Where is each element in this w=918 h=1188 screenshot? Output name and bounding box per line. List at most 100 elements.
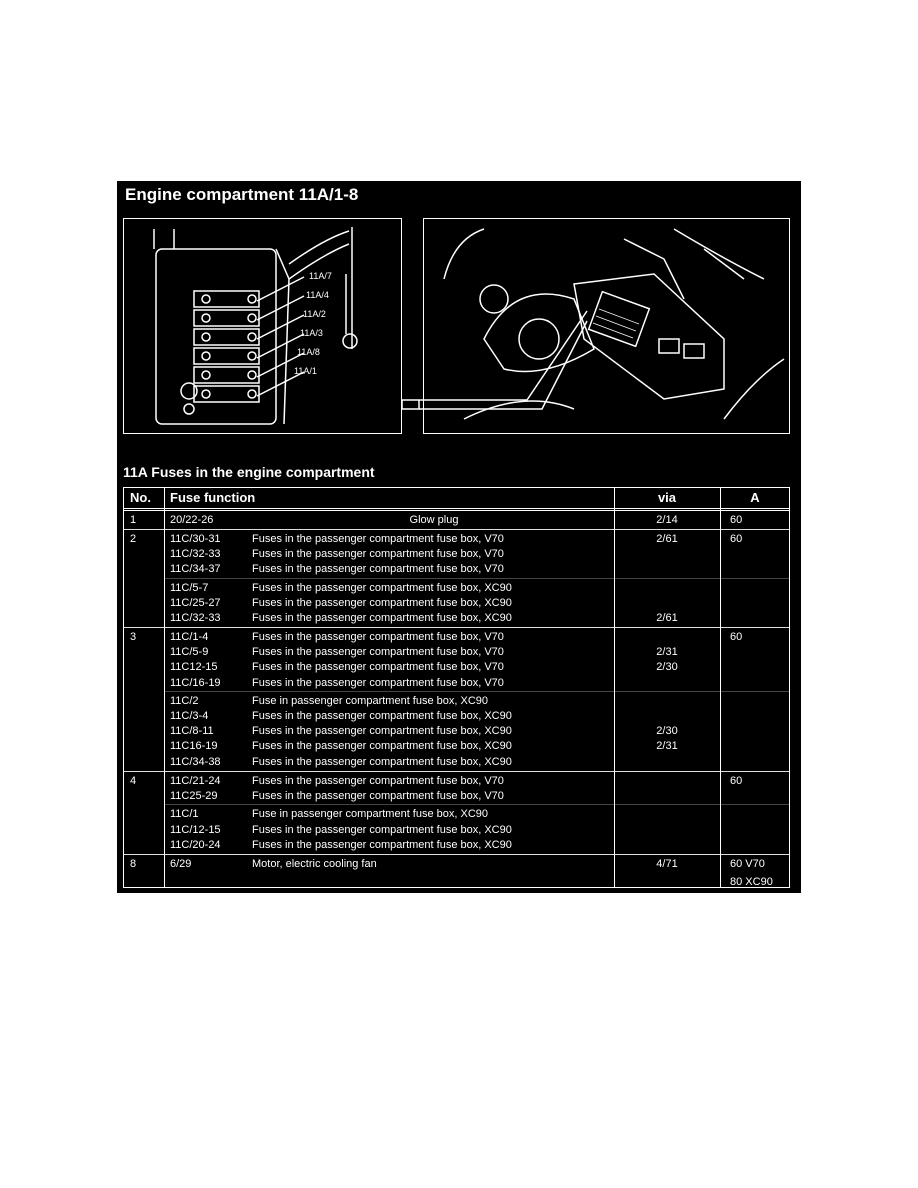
fuse-description: Fuses in the passenger compartment fuse … xyxy=(252,646,504,659)
leader-line xyxy=(256,333,305,359)
fuse-description: Fuses in the passenger compartment fuse … xyxy=(252,775,504,787)
fuse-code: 11C/30-31 xyxy=(170,533,221,545)
fuse-code: 11C/16-19 xyxy=(170,676,221,689)
fuse-code: 11C/1-4 xyxy=(170,631,209,643)
fuse-1 xyxy=(193,290,260,308)
header-function: Fuse function xyxy=(170,490,256,505)
fuse-description: Fuse in passenger compartment fuse box, … xyxy=(252,808,489,821)
fuse-label: 11A/2 xyxy=(303,309,326,319)
fuse-description: Fuses in the passenger compartment fuse … xyxy=(252,676,504,689)
fuse-code: 11C/12-15 xyxy=(170,823,221,836)
section-title: 11A Fuses in the engine compartment xyxy=(123,464,375,480)
via-value xyxy=(614,629,720,645)
fuse-number: 8 xyxy=(130,858,137,870)
amperage: 60 xyxy=(730,631,743,643)
fuse-code: 11C/32-33 xyxy=(170,612,221,624)
via-value: 2/30 xyxy=(656,661,678,674)
amperage: 60 xyxy=(730,775,743,787)
fuse-code: 11C/34-37 xyxy=(170,563,221,576)
via-value: 2/31 xyxy=(656,740,678,753)
fuse-description: Fuse in passenger compartment fuse box, … xyxy=(252,694,489,707)
via-value: 2/31 xyxy=(656,646,678,659)
leader-line xyxy=(256,314,305,340)
fuse-5 xyxy=(193,366,260,384)
fuse-code: 11C/32-33 xyxy=(170,548,221,561)
header-via: via xyxy=(657,490,677,505)
via-value xyxy=(614,754,720,770)
via-value xyxy=(614,595,720,611)
fuse-description: Glow plug xyxy=(409,514,459,526)
fuse-code: 11C/25-27 xyxy=(170,596,221,609)
via-value: 2/30 xyxy=(656,725,678,738)
via-value xyxy=(614,788,720,804)
via-value xyxy=(614,546,720,562)
fuse-number: 1 xyxy=(130,514,137,526)
fuse-table: No. Fuse function via A 1 60 20/22-26 Glow … xyxy=(123,487,790,888)
fuse-code: 11C16-19 xyxy=(170,740,218,753)
via-value xyxy=(614,675,720,691)
fuse-description: Fuses in the passenger compartment fuse … xyxy=(252,838,512,851)
fuse-4 xyxy=(193,347,260,365)
amperage: 60 xyxy=(730,514,743,526)
fuse-description: Fuses in the passenger compartment fuse … xyxy=(252,740,512,753)
fuse-description: Fuses in the passenger compartment fuse … xyxy=(252,755,512,768)
fuse-code: 11C/34-38 xyxy=(170,755,221,768)
fuse-label: 11A/8 xyxy=(297,347,320,357)
via-value xyxy=(614,822,720,838)
leader-line xyxy=(256,295,305,321)
fuse-code: 11C12-15 xyxy=(170,661,218,674)
via-value xyxy=(614,708,720,724)
amperage: 60 V70 xyxy=(730,858,765,870)
fuse-description: Fuses in the passenger compartment fuse … xyxy=(252,533,504,545)
fuse-code: 11C/3-4 xyxy=(170,710,209,722)
fuse-code: 11C/5-7 xyxy=(170,581,209,594)
fuse-code: 11C25-29 xyxy=(170,790,218,803)
fuse-code: 20/22-26 xyxy=(170,514,214,526)
fuse-code: 11C/5-9 xyxy=(170,646,209,659)
fuse-description: Fuses in the passenger compartment fuse … xyxy=(252,631,504,643)
fuse-description: Fuses in the passenger compartment fuse … xyxy=(252,823,512,836)
fuse-code: 11C/20-24 xyxy=(170,838,221,851)
via-value: 2/14 xyxy=(656,514,678,526)
table-row: 1 60 20/22-26 Glow plug 2/14 xyxy=(124,511,789,530)
fuse-number: 2 xyxy=(130,533,137,545)
via-value xyxy=(614,561,720,577)
fuse-code: 11C/1 xyxy=(170,808,199,821)
via-value xyxy=(614,837,720,853)
via-value: 2/61 xyxy=(656,612,678,624)
fuse-3 xyxy=(193,328,260,346)
header-no: No. xyxy=(130,490,151,505)
fuse-description: Fuses in the passenger compartment fuse … xyxy=(252,612,512,624)
leader-line xyxy=(256,276,305,302)
amperage: 60 xyxy=(730,533,743,545)
leader-line xyxy=(256,371,305,397)
via-value xyxy=(614,693,720,709)
fuse-label: 11A/3 xyxy=(300,328,323,338)
fuse-label: 11A/7 xyxy=(309,271,332,281)
fuse-code: 6/29 xyxy=(170,858,192,870)
leader-line xyxy=(256,352,305,378)
amperage: 80 XC90 xyxy=(730,876,773,888)
fuse-number: 3 xyxy=(130,631,137,643)
engine-bay-diagram xyxy=(423,218,790,434)
fuse-code: 11C/21-24 xyxy=(170,775,221,787)
fuse-6 xyxy=(193,385,260,403)
fuse-description: Fuses in the passenger compartment fuse … xyxy=(252,563,504,576)
fuse-description: Fuses in the passenger compartment fuse … xyxy=(252,725,512,738)
fuse-description: Fuses in the passenger compartment fuse … xyxy=(252,581,512,594)
table-header: No. Fuse function via A xyxy=(124,488,789,511)
via-value xyxy=(614,806,720,822)
via-value xyxy=(614,580,720,596)
fuse-number: 4 xyxy=(130,775,137,787)
fuse-description: Fuses in the passenger compartment fuse … xyxy=(252,790,504,803)
fuse-code: 11C/2 xyxy=(170,694,199,707)
page-title: Engine compartment 11A/1-8 xyxy=(125,185,359,204)
header-a: A xyxy=(750,490,760,505)
fuse-description: Fuses in the passenger compartment fuse … xyxy=(252,710,512,722)
